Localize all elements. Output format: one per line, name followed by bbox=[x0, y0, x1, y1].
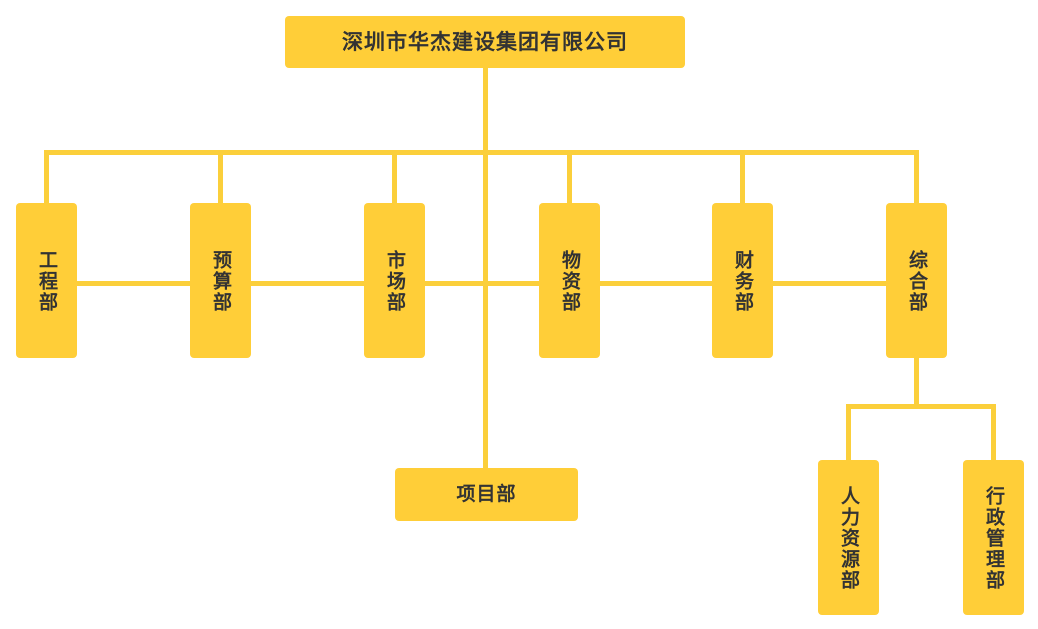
connector-chain-finance-general bbox=[773, 281, 888, 286]
org-node-budget[interactable]: 预算部 bbox=[190, 203, 251, 358]
connector-chain-budget-marketing bbox=[251, 281, 364, 286]
connector-drop-hr bbox=[846, 404, 851, 461]
connector-main-bus bbox=[46, 150, 918, 155]
connector-sub-bus bbox=[848, 404, 996, 409]
org-node-human-resources[interactable]: 人力资源部 bbox=[818, 460, 879, 615]
org-node-engineering[interactable]: 工程部 bbox=[16, 203, 77, 358]
connector-root-stem bbox=[483, 68, 488, 152]
org-node-materials[interactable]: 物资部 bbox=[539, 203, 600, 358]
org-node-marketing[interactable]: 市场部 bbox=[364, 203, 425, 358]
connector-drop-engineering bbox=[44, 150, 49, 203]
connector-chain-engineering-budget bbox=[77, 281, 190, 286]
connector-project-spine bbox=[483, 155, 488, 468]
connector-chain-materials-finance bbox=[600, 281, 712, 286]
connector-chain-marketing-materials bbox=[425, 281, 539, 286]
connector-drop-budget bbox=[218, 150, 223, 203]
connector-drop-administration bbox=[991, 404, 996, 461]
connector-drop-materials bbox=[567, 150, 572, 203]
org-node-administration[interactable]: 行政管理部 bbox=[963, 460, 1024, 615]
connector-drop-finance bbox=[740, 150, 745, 203]
connector-drop-general bbox=[914, 150, 919, 203]
org-node-finance[interactable]: 财务部 bbox=[712, 203, 773, 358]
org-node-project[interactable]: 项目部 bbox=[395, 468, 578, 521]
connector-general-stem bbox=[914, 358, 919, 409]
org-node-general-affairs[interactable]: 综合部 bbox=[886, 203, 947, 358]
connector-drop-marketing bbox=[392, 150, 397, 203]
org-node-root[interactable]: 深圳市华杰建设集团有限公司 bbox=[285, 16, 685, 68]
